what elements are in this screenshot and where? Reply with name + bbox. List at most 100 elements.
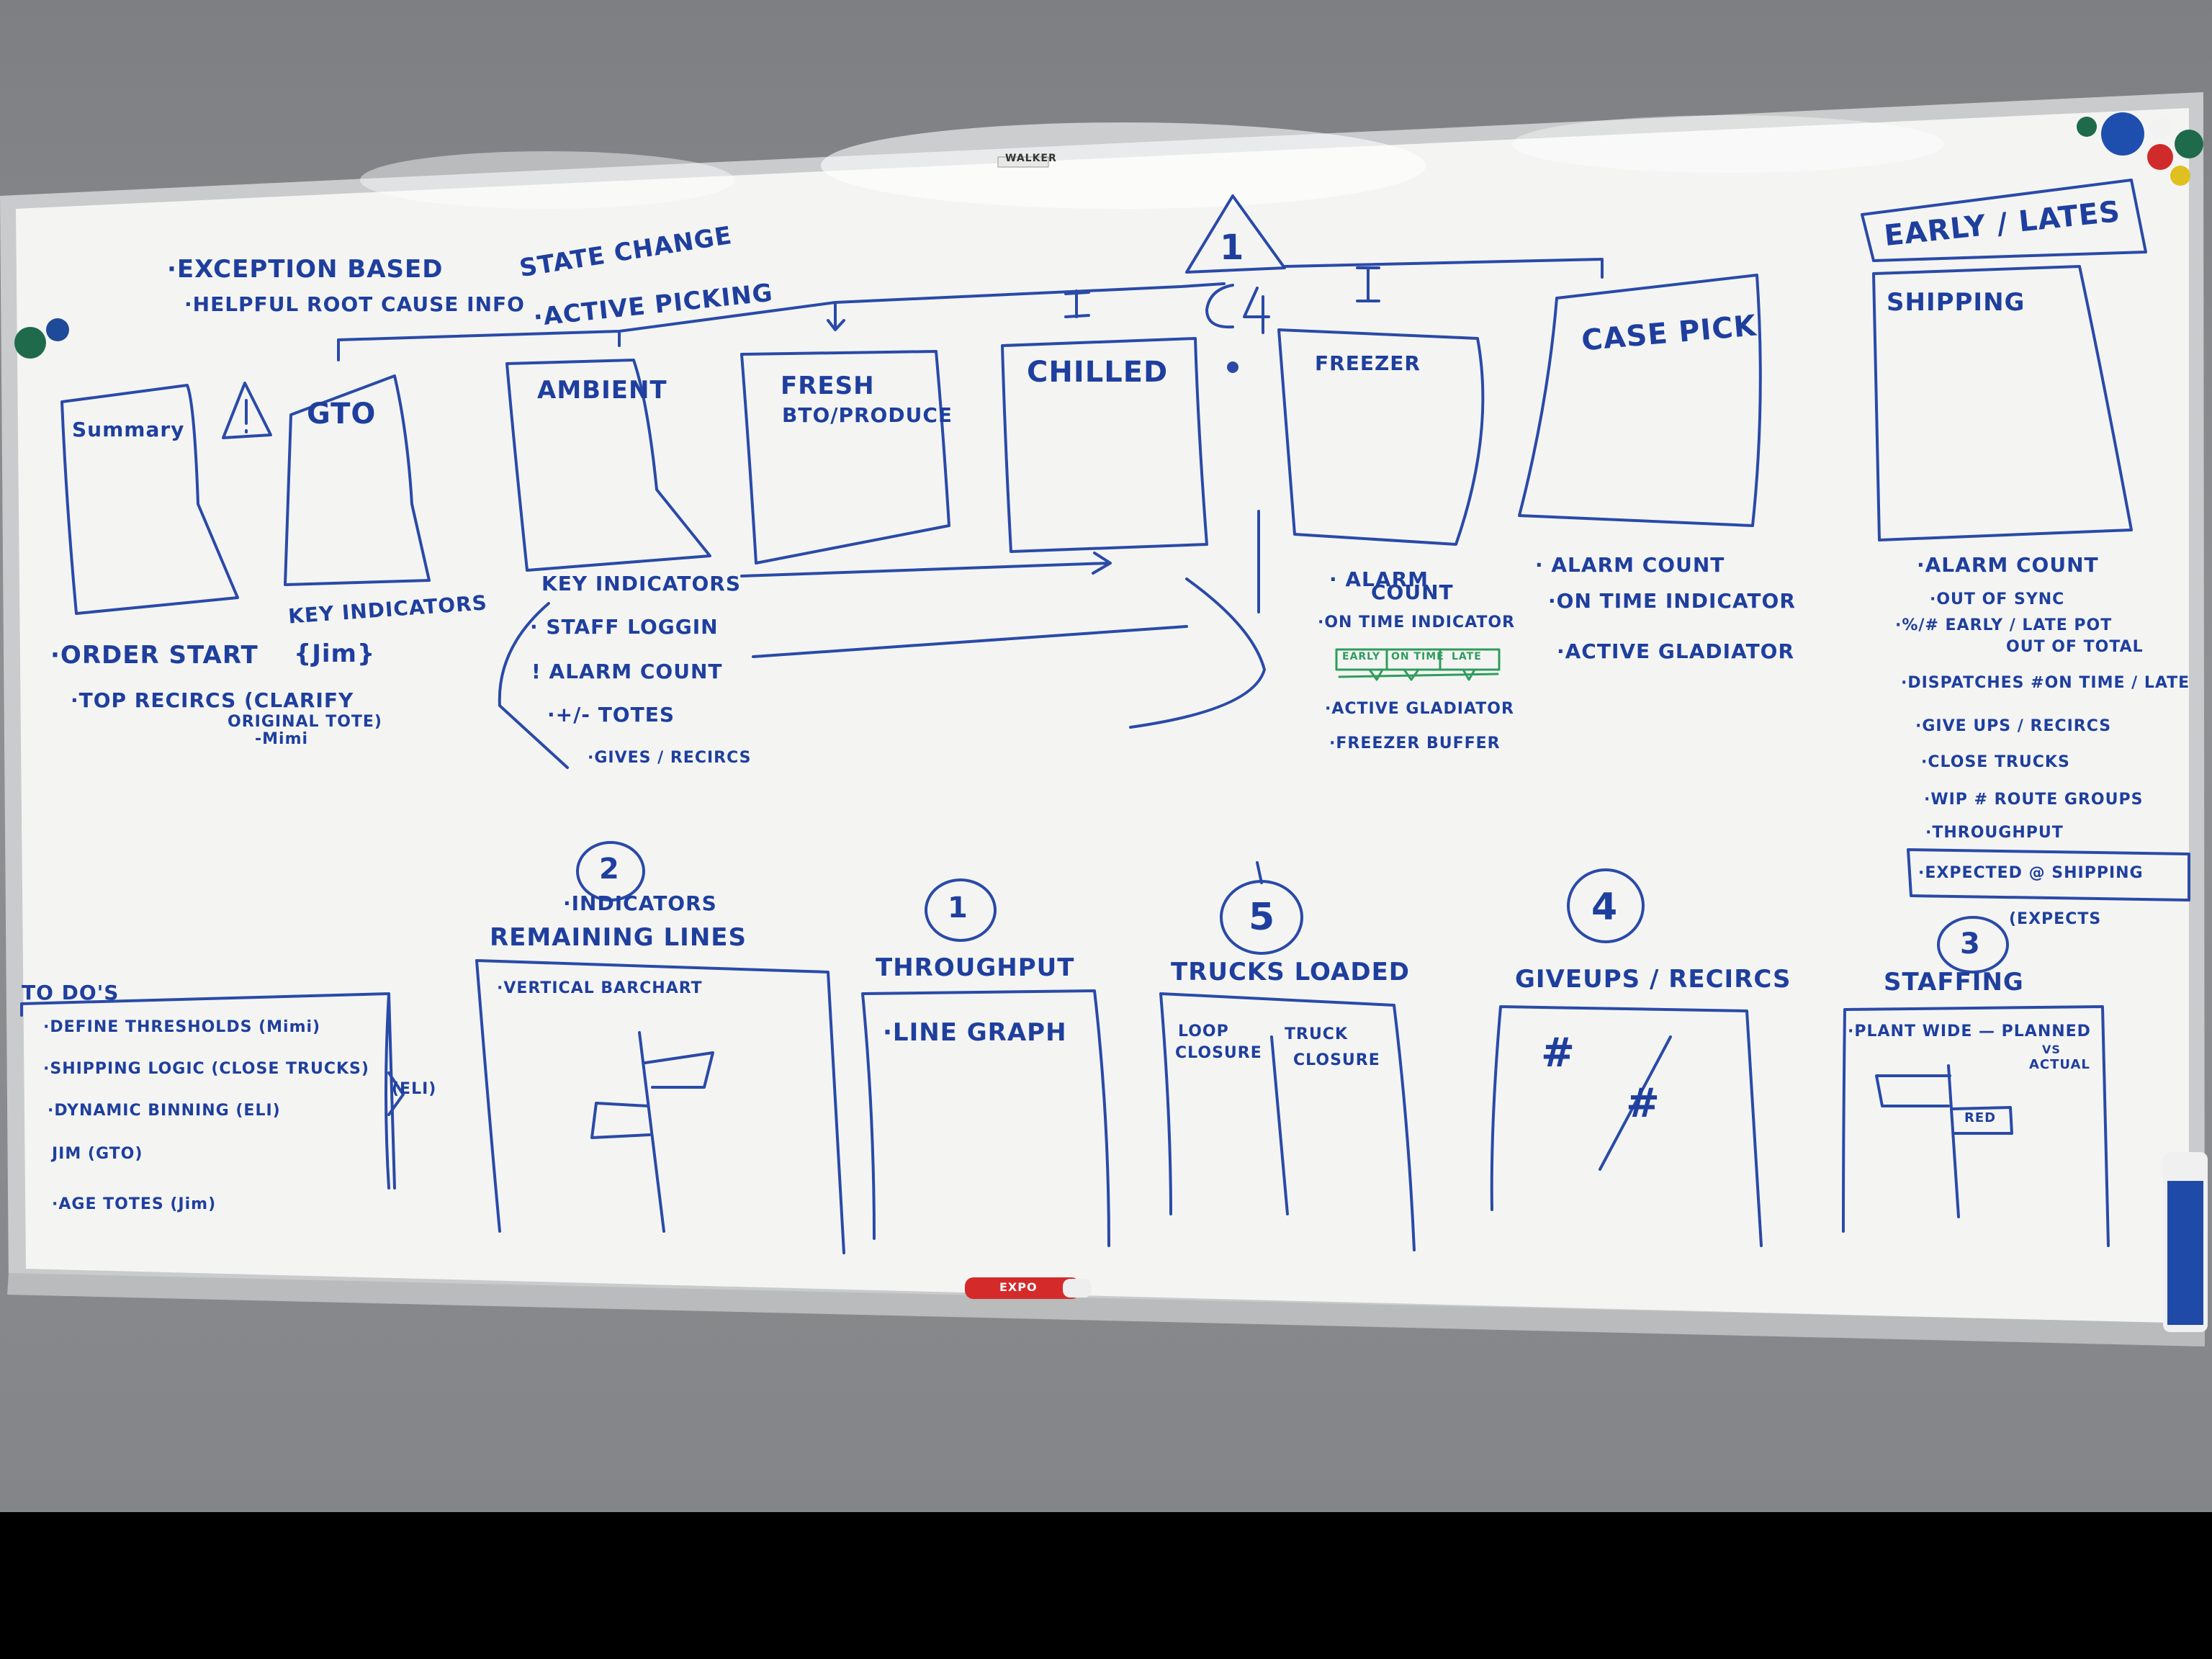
panel-1-title: THROUGHPUT <box>876 953 1075 982</box>
freezer-card-outline <box>1277 328 1485 546</box>
note-wip-route-groups: ·WIP # ROUTE GROUPS <box>1924 791 2144 809</box>
note-case-alarm-count: · ALARM COUNT <box>1535 553 1725 577</box>
panel-5-col2b: CLOSURE <box>1293 1051 1380 1069</box>
note-staff-login: · STAFF LOGGIN <box>530 615 719 639</box>
note-throughput: ·THROUGHPUT <box>1925 824 2064 842</box>
panel-2-outline <box>475 959 845 1254</box>
triangle-1-number: 1 <box>1220 228 1245 268</box>
blue-marker-right <box>2163 1152 2208 1332</box>
gto-card-outline <box>284 374 431 586</box>
magnet-right-1 <box>2101 112 2144 156</box>
indicator-on-time: ON TIME <box>1391 651 1444 662</box>
screen-gto-label: GTO <box>307 397 377 431</box>
header-bullet-1: ·EXCEPTION BASED <box>167 255 444 284</box>
note-top-recircs-2: ORIGINAL TOTE) <box>228 713 382 731</box>
note-case-on-time: ·ON TIME INDICATOR <box>1548 589 1796 613</box>
todo-item-4: JIM (GTO) <box>52 1145 143 1163</box>
panel-1-outline <box>861 989 1110 1247</box>
panel-5-outline <box>1159 992 1416 1251</box>
magnet-right-3 <box>2147 144 2173 170</box>
note-top-recircs-3: -Mimi <box>255 730 309 748</box>
magnet-right-4 <box>2170 166 2190 186</box>
panel-3-outline <box>1842 1005 2110 1247</box>
magnet-right-2 <box>2077 117 2097 137</box>
panel-5-col1a: LOOP <box>1178 1022 1229 1040</box>
panel-3-actual: ACTUAL <box>2029 1057 2090 1072</box>
note-ship-alarm-count: ·ALARM COUNT <box>1917 553 2099 577</box>
todo-item-2: ·SHIPPING LOGIC (CLOSE TRUCKS) <box>43 1060 369 1078</box>
panel-5-title: TRUCKS LOADED <box>1171 958 1411 986</box>
screen-bto-produce-label: BTO/PRODUCE <box>782 403 953 427</box>
screen-fresh-label: FRESH <box>781 372 875 400</box>
note-top-recircs: ·TOP RECIRCS (CLARIFY <box>71 688 354 712</box>
note-gto-jim: {Jim} <box>294 639 376 668</box>
screen-chilled-label: CHILLED <box>1027 356 1169 389</box>
panel-3-number: 3 <box>1960 927 1981 961</box>
todo-panel-outline <box>20 992 396 1190</box>
note-close-trucks: ·CLOSE TRUCKS <box>1921 753 2070 771</box>
todo-eli: (ELI) <box>392 1080 437 1098</box>
magnet-left-2 <box>46 318 69 341</box>
panel-5-col2a: TRUCK <box>1285 1025 1349 1043</box>
panel-2-number: 2 <box>599 853 620 886</box>
header-bullet-2: ·HELPFUL ROOT CAUSE INFO <box>184 292 525 316</box>
todo-item-1: ·DEFINE THRESHOLDS (Mimi) <box>43 1018 321 1036</box>
panel-4-hash-2: # <box>1626 1080 1660 1127</box>
panel-3-vs: VS <box>2042 1043 2061 1056</box>
note-expected-shipping: ·EXPECTED @ SHIPPING <box>1918 864 2144 882</box>
marker-tray <box>7 1273 2205 1346</box>
note-out-of-total: OUT OF TOTAL <box>2006 638 2144 656</box>
early-lates-box <box>1861 179 2147 262</box>
screen-freezer-label: FREEZER <box>1315 351 1421 375</box>
todo-title: TO DO'S <box>22 981 120 1004</box>
note-pct-early-late: ·%/# EARLY / LATE POT <box>1895 616 2113 634</box>
note-freezer-count: COUNT <box>1371 580 1454 604</box>
panel-2-body: ·VERTICAL BARCHART <box>497 979 703 997</box>
panel-3-title: STAFFING <box>1884 968 2024 997</box>
magnet-left-1 <box>14 327 46 359</box>
screen-summary-label: Summary <box>72 418 185 441</box>
note-order-start: ·ORDER START <box>50 641 258 670</box>
panel-3-red: RED <box>1964 1110 1997 1125</box>
shipping-card-outline <box>1872 265 2133 541</box>
note-on-time-indicator: ·ON TIME INDICATOR <box>1318 613 1516 631</box>
note-out-of-sync: ·OUT OF SYNC <box>1930 590 2065 608</box>
note-expects: (EXPECTS <box>2009 910 2102 928</box>
note-ambient-key-indicators: KEY INDICATORS <box>541 572 742 595</box>
triangle-1-icon <box>1185 194 1286 274</box>
panel-4-number: 4 <box>1591 886 1619 929</box>
red-expo-marker <box>965 1277 1092 1299</box>
indicator-late: LATE <box>1452 651 1482 662</box>
panel-5-col1b: CLOSURE <box>1175 1044 1262 1062</box>
summary-card-outline <box>60 384 239 615</box>
ambient-card-outline <box>505 359 711 572</box>
panel-1-number: 1 <box>948 891 968 925</box>
note-totes: ·+/- TOTES <box>547 703 675 727</box>
todo-item-5: ·AGE TOTES (Jim) <box>52 1195 217 1213</box>
note-freezer-alarm: · ALARM <box>1329 567 1429 591</box>
panel-4-title: GIVEUPS / RECIRCS <box>1515 965 1791 994</box>
note-active-gladiator: ·ACTIVE GLADIATOR <box>1325 700 1514 718</box>
note-case-gladiator: ·ACTIVE GLADIATOR <box>1557 639 1795 663</box>
marker-brand-label: EXPO <box>999 1280 1038 1294</box>
black-letterbox-band <box>0 1512 2212 1659</box>
screen-ambient-label: AMBIENT <box>537 376 667 405</box>
brand-plate <box>997 156 1049 168</box>
panel-4-outline <box>1490 1005 1763 1247</box>
warning-icon <box>222 382 272 439</box>
panel-2-title-1: ·INDICATORS <box>563 891 717 915</box>
screen-shipping-label: SHIPPING <box>1887 288 2026 317</box>
panel-4-hash-1: # <box>1541 1030 1575 1076</box>
whiteboard-drawing <box>0 92 2208 1346</box>
case-pick-card-outline <box>1518 274 1762 527</box>
note-freezer-buffer: ·FREEZER BUFFER <box>1329 734 1501 752</box>
indicator-early: EARLY <box>1342 651 1381 662</box>
note-alarm-count: ! ALARM COUNT <box>531 660 723 683</box>
chilled-card-outline <box>1001 337 1208 553</box>
note-dispatches: ·DISPATCHES #ON TIME / LATE <box>1901 674 2190 692</box>
panel-3-body: ·PLANT WIDE — PLANNED <box>1848 1022 2091 1040</box>
brand-label: WALKER <box>1005 153 1057 164</box>
panel-2-title-2: REMAINING LINES <box>490 923 747 952</box>
panel-1-body: ·LINE GRAPH <box>883 1018 1067 1047</box>
todo-item-3: ·DYNAMIC BINNING (ELI) <box>48 1102 281 1120</box>
